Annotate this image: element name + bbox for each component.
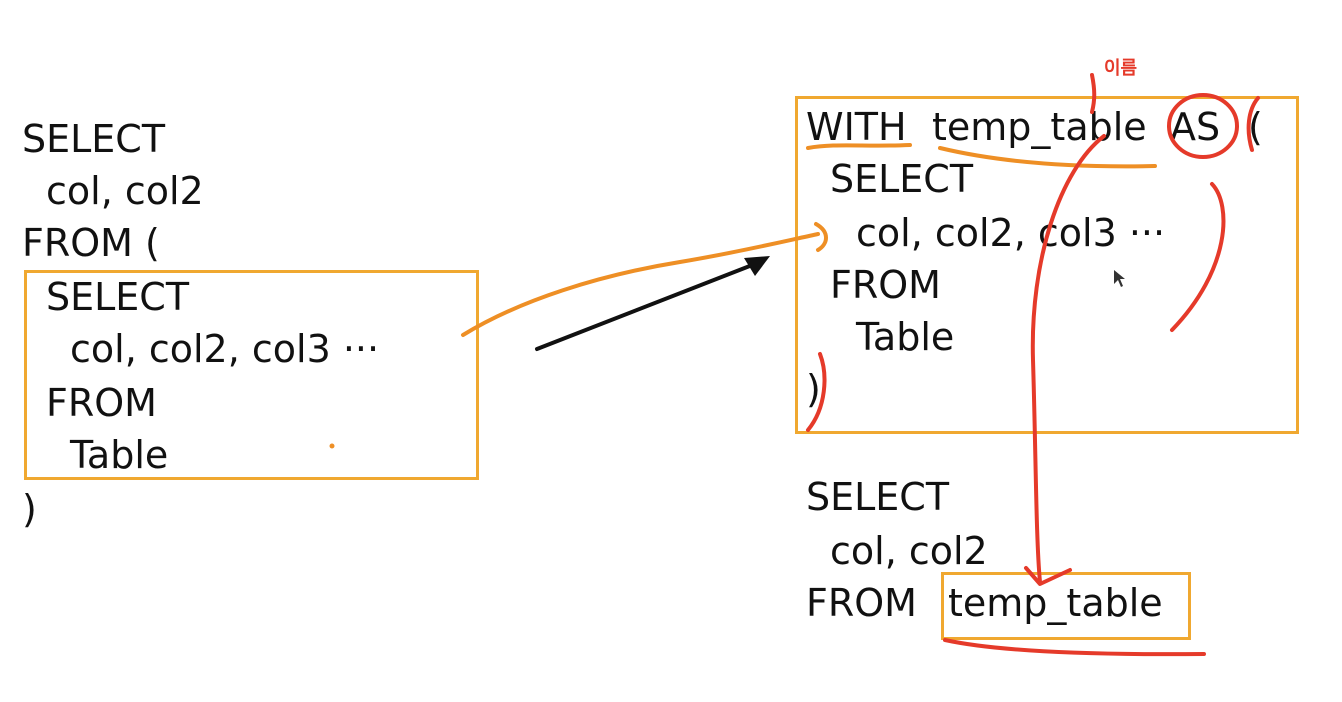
subquery-select-keyword: SELECT [46, 275, 190, 319]
transform-arrow [535, 256, 770, 351]
cte-name: temp_table [932, 105, 1147, 149]
subquery-highlight-box [24, 270, 479, 480]
cte-with-keyword: WITH [806, 105, 907, 149]
cte-from-keyword: FROM [830, 263, 941, 307]
cte-as-keyword: AS [1170, 105, 1221, 149]
cte-columns: col, col2, col3 ··· [856, 211, 1166, 255]
main-from-keyword: FROM [806, 581, 917, 625]
left-from-keyword: FROM ( [22, 221, 160, 265]
main-select-keyword: SELECT [806, 475, 950, 519]
cte-select-keyword: SELECT [830, 157, 974, 201]
orange-link-curve [461, 232, 820, 337]
main-select-columns: col, col2 [830, 529, 988, 573]
subquery-table-name: Table [70, 433, 169, 477]
from-table-red-underline [943, 638, 1206, 657]
svg-text:이름: 이름 [1104, 58, 1137, 79]
left-closing-paren: ) [22, 487, 37, 531]
subquery-columns: col, col2, col3 ··· [70, 327, 380, 371]
cte-open-paren: ( [1248, 105, 1263, 149]
subquery-from-keyword: FROM [46, 381, 157, 425]
left-select-columns: col, col2 [46, 169, 204, 213]
left-select-keyword: SELECT [22, 117, 166, 161]
cte-table-name: Table [856, 315, 955, 359]
cte-closing-paren: ) [806, 367, 821, 411]
handwritten-note: 이름 [1104, 58, 1137, 79]
main-from-table: temp_table [948, 581, 1163, 625]
